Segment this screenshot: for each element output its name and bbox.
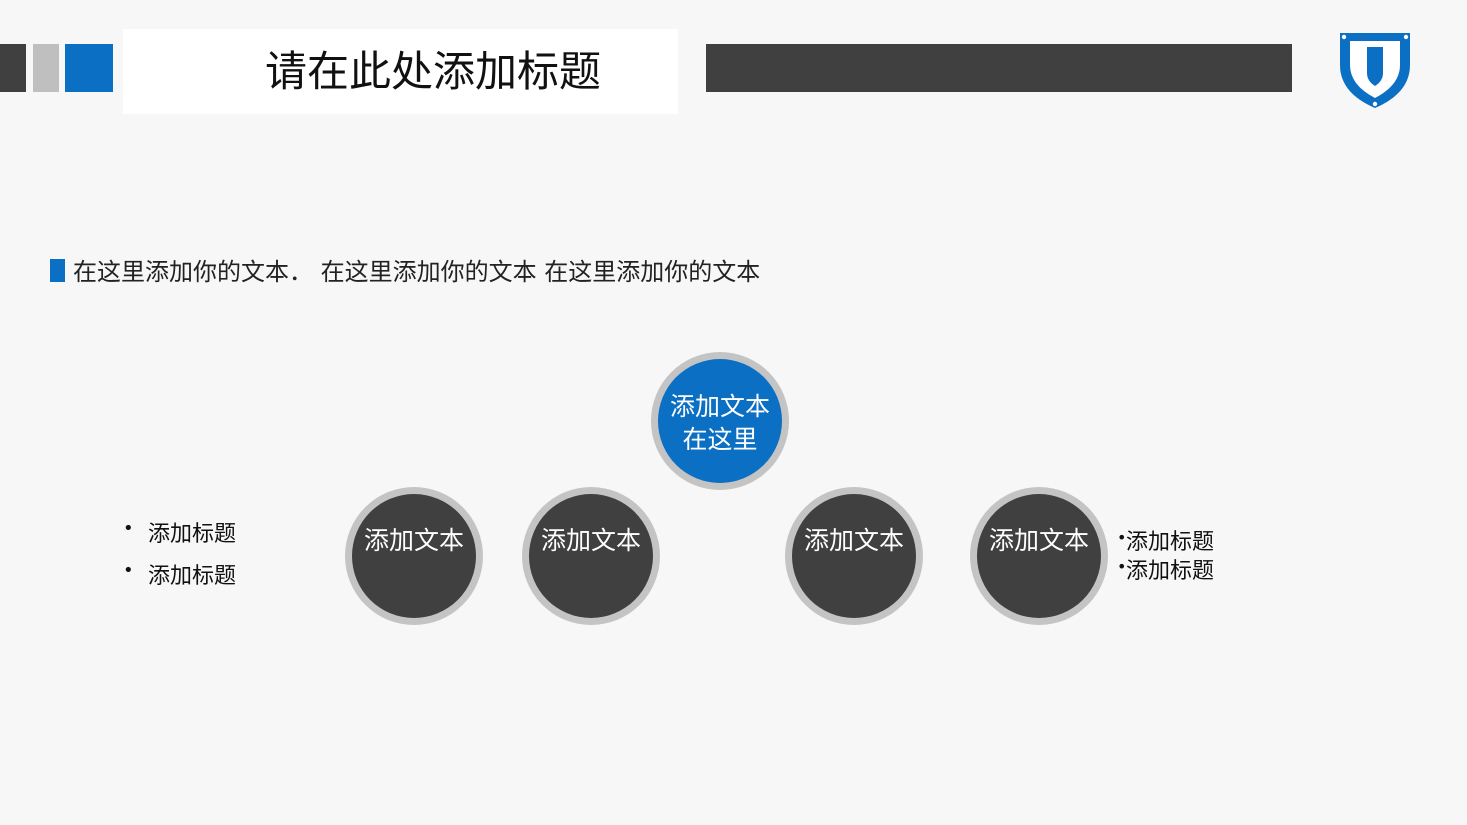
circle-3-label: 添加文本 <box>803 526 904 555</box>
circle-3: 添加文本 <box>785 487 923 625</box>
circle-1-label: 添加文本 <box>363 526 464 555</box>
circle-2: 添加文本 <box>522 487 660 625</box>
circle-4-label: 添加文本 <box>988 526 1089 555</box>
shield-icon <box>1336 25 1414 110</box>
right-bullet-list: 添加标题 添加标题 <box>1117 523 1214 586</box>
title-box: 请在此处添加标题 <box>123 29 678 114</box>
circle-1: 添加文本 <box>345 487 483 625</box>
header-block-blue <box>65 44 113 92</box>
circle-1-inner: 添加文本 <box>352 494 476 618</box>
left-bullet-item: 添加标题 <box>123 508 236 556</box>
subtitle-text: 在这里添加你的文本． 在这里添加你的文本 在这里添加你的文本 <box>73 258 761 286</box>
top-circle-line1: 添加文本 <box>669 392 770 421</box>
subtitle-marker <box>50 259 65 282</box>
circle-4: 添加文本 <box>970 487 1108 625</box>
top-circle-inner: 添加文本 在这里 <box>658 359 782 483</box>
circle-3-inner: 添加文本 <box>792 494 916 618</box>
right-bullet-item: 添加标题 <box>1117 523 1214 557</box>
circle-2-label: 添加文本 <box>540 526 641 555</box>
left-bullet-list: 添加标题 添加标题 <box>123 508 236 598</box>
right-bullet-item: 添加标题 <box>1117 552 1214 586</box>
header-block-gray <box>33 44 59 92</box>
header-block-dark <box>0 44 26 92</box>
circle-2-inner: 添加文本 <box>529 494 653 618</box>
circle-4-inner: 添加文本 <box>977 494 1101 618</box>
left-bullet-item: 添加标题 <box>123 550 236 598</box>
top-circle: 添加文本 在这里 <box>651 352 789 490</box>
page-title: 请在此处添加标题 <box>265 47 602 96</box>
header-bar <box>706 44 1292 92</box>
top-circle-line2: 在这里 <box>682 425 758 454</box>
